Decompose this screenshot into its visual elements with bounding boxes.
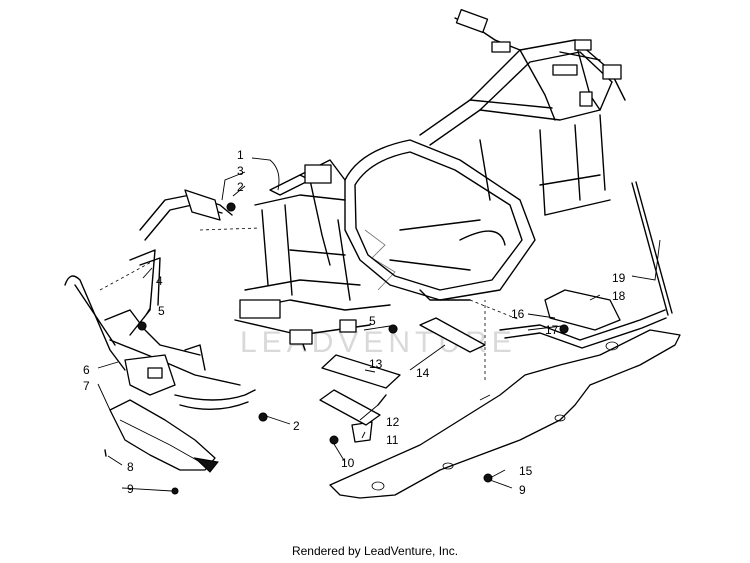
callout-10: 10 <box>341 456 355 470</box>
callout-9-left: 9 <box>127 482 134 496</box>
callout-11: 11 <box>386 433 399 447</box>
callout-17: 17 <box>545 323 559 337</box>
callout-13: 13 <box>369 357 383 371</box>
callout-2-upper: 2 <box>237 180 244 194</box>
callout-9-right: 9 <box>519 483 526 497</box>
callout-19: 19 <box>612 271 626 285</box>
callout-2-lower: 2 <box>293 419 300 433</box>
rear-bracket <box>499 289 667 349</box>
rendered-by-credit: Rendered by LeadVenture, Inc. <box>291 544 459 558</box>
callout-8: 8 <box>127 460 134 474</box>
hardware <box>104 324 569 483</box>
callout-5-center: 5 <box>369 314 376 328</box>
callout-18: 18 <box>612 289 626 303</box>
rear-rod <box>631 181 673 316</box>
callout-15: 15 <box>519 464 533 478</box>
front-skid-plate <box>109 399 219 495</box>
callout-5-left: 5 <box>158 304 165 318</box>
callout-7: 7 <box>83 379 90 393</box>
main-skid-plate <box>329 329 681 499</box>
front-bumper <box>64 275 256 411</box>
callout-12: 12 <box>386 415 400 429</box>
main-frame <box>234 8 626 351</box>
front-bracket <box>129 189 236 336</box>
callout-3: 3 <box>237 164 244 178</box>
callout-16: 16 <box>511 307 525 321</box>
callout-1: 1 <box>237 148 244 162</box>
callout-14: 14 <box>416 366 430 380</box>
callout-labels: 1 3 2 4 5 6 7 2 8 9 5 13 14 12 11 10 16 … <box>83 148 626 497</box>
leader-lines <box>97 157 661 492</box>
callout-4: 4 <box>156 274 163 288</box>
callout-6: 6 <box>83 363 90 377</box>
